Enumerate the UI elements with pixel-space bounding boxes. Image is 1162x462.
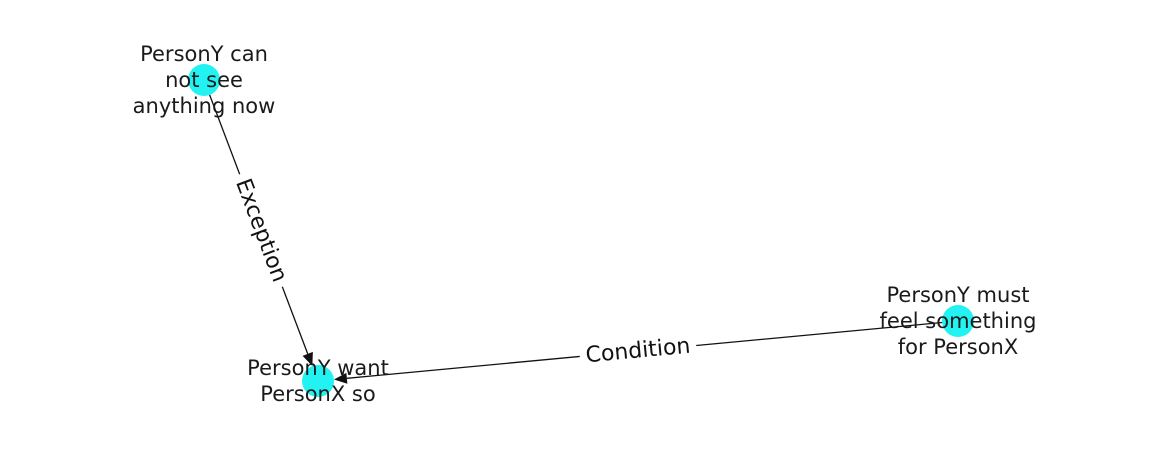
node-n1[interactable] <box>188 64 220 96</box>
edge-label-background <box>578 331 698 371</box>
node-label-line: for PersonX <box>898 335 1019 359</box>
edge-label-exception: Exception <box>226 169 296 292</box>
node-label-line: PersonX so <box>260 382 375 406</box>
node-label-line: not see <box>165 68 243 92</box>
node-label-line: PersonY want <box>247 356 389 380</box>
node-label-line: feel something <box>880 309 1037 333</box>
arrow-head-exception <box>302 351 313 367</box>
node-label-line: PersonY can <box>140 42 268 66</box>
edge-label-condition: Condition <box>578 331 698 371</box>
edge-label-background <box>226 169 296 292</box>
nodes-layer <box>188 64 974 397</box>
edges-layer <box>203 79 959 384</box>
arrow-head-condition <box>333 372 348 384</box>
node-label-line: anything now <box>133 94 276 118</box>
node-label-line: PersonY must <box>886 283 1029 307</box>
node-n3[interactable] <box>942 305 974 337</box>
node-n2[interactable] <box>302 365 334 397</box>
edge-label-text: Condition <box>585 334 692 369</box>
